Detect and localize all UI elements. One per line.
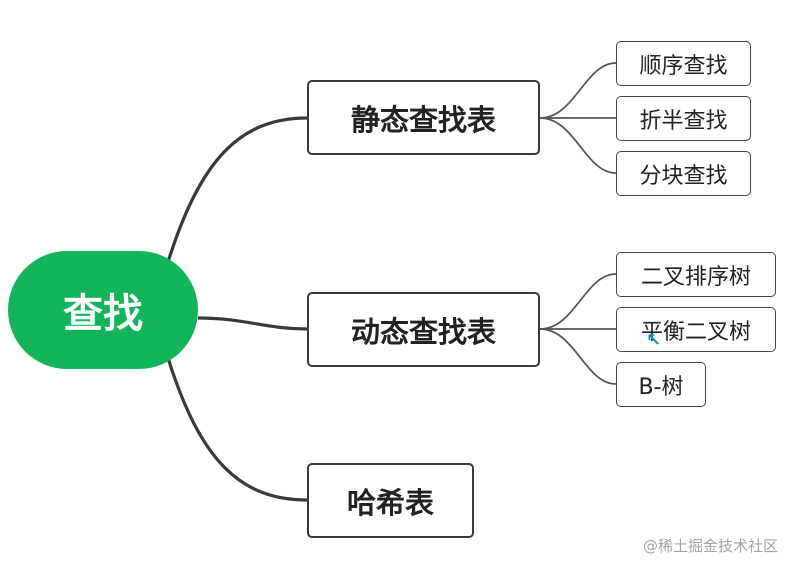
mouse-cursor-icon: ↖ bbox=[646, 330, 662, 351]
branch-hash-table: 哈希表 bbox=[307, 463, 474, 538]
root-node: 查找 bbox=[8, 251, 198, 369]
branch-dynamic-search-table: 动态查找表 bbox=[307, 292, 540, 367]
link-dynamic-leaf-3 bbox=[539, 328, 617, 385]
leaf-label: B-树 bbox=[638, 374, 684, 400]
leaf-label: 分块查找 bbox=[639, 163, 728, 189]
root-label: 查找 bbox=[63, 291, 143, 337]
leaf-label: 顺序查找 bbox=[639, 53, 728, 79]
watermark: @稀土掘金技术社区 bbox=[642, 537, 778, 555]
branch-label: 哈希表 bbox=[346, 485, 434, 520]
link-static-leaf-3 bbox=[539, 117, 617, 174]
leaf-label: 二叉排序树 bbox=[640, 264, 751, 290]
leaf-binary-search: 折半查找 bbox=[616, 96, 751, 141]
link-static-leaf-1 bbox=[539, 62, 617, 119]
link-dynamic-leaf-1 bbox=[539, 273, 617, 330]
branch-static-search-table: 静态查找表 bbox=[307, 80, 540, 155]
leaf-sequential-search: 顺序查找 bbox=[616, 41, 751, 86]
branch-label: 静态查找表 bbox=[350, 102, 496, 137]
leaf-binary-sort-tree: 二叉排序树 bbox=[616, 252, 776, 297]
link-root-static bbox=[166, 116, 308, 263]
leaf-label: 折半查找 bbox=[639, 108, 728, 134]
leaf-block-search: 分块查找 bbox=[616, 151, 751, 196]
leaf-b-tree: B-树 bbox=[616, 362, 706, 407]
leaf-balanced-binary-tree: 平衡二叉树 bbox=[616, 307, 776, 352]
leaf-label: 平衡二叉树 bbox=[640, 319, 751, 345]
link-root-hash bbox=[166, 357, 308, 502]
link-root-dynamic bbox=[197, 316, 308, 331]
branch-label: 动态查找表 bbox=[350, 314, 496, 349]
